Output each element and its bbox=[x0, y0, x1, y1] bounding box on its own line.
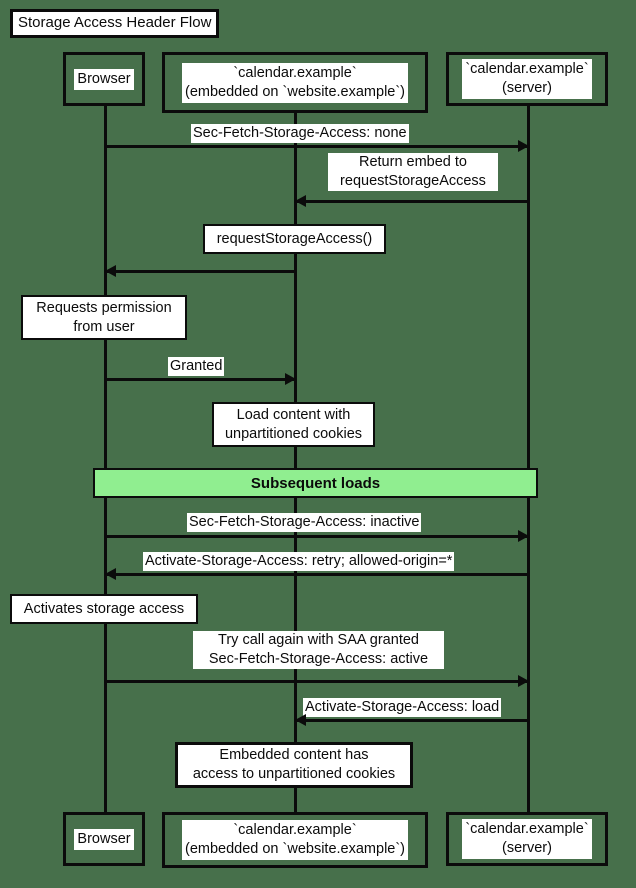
arrowhead-left-icon-6 bbox=[105, 568, 116, 580]
message-line-5 bbox=[105, 535, 528, 538]
divider-subsequent-loads: Subsequent loads bbox=[93, 468, 538, 498]
message-line-3 bbox=[105, 270, 295, 273]
message-line-7 bbox=[105, 680, 528, 683]
message-label-request-storage-access: requestStorageAccess() bbox=[203, 224, 386, 254]
participant-browser-top[interactable]: Browser bbox=[63, 52, 145, 106]
note-activates-storage-access: Activates storage access bbox=[10, 594, 198, 624]
message-label-try-call-again: Try call again with SAA granted Sec-Fetc… bbox=[193, 631, 444, 669]
participant-embed-top[interactable]: `calendar.example` (embedded on `website… bbox=[162, 52, 428, 113]
arrowhead-right-icon-4 bbox=[285, 373, 296, 385]
message-line-1 bbox=[105, 145, 528, 148]
participant-embed-top-label: `calendar.example` (embedded on `website… bbox=[181, 62, 409, 103]
message-label-granted: Granted bbox=[168, 357, 225, 376]
lifeline-server bbox=[527, 106, 530, 812]
diagram-title: Storage Access Header Flow bbox=[10, 9, 220, 38]
message-line-4 bbox=[105, 378, 295, 381]
participant-embed-bottom[interactable]: `calendar.example` (embedded on `website… bbox=[162, 812, 428, 868]
arrowhead-left-icon-2 bbox=[295, 195, 306, 207]
participant-browser-bottom-label: Browser bbox=[74, 828, 134, 850]
message-label-activate-load: Activate-Storage-Access: load bbox=[303, 698, 502, 717]
participant-browser-bottom[interactable]: Browser bbox=[63, 812, 145, 866]
arrowhead-right-icon-1 bbox=[518, 140, 529, 152]
participant-server-bottom[interactable]: `calendar.example` (server) bbox=[446, 812, 608, 866]
note-load-content: Load content with unpartitioned cookies bbox=[212, 402, 375, 447]
divider-label: Subsequent loads bbox=[250, 474, 381, 492]
message-label-sec-fetch-inactive: Sec-Fetch-Storage-Access: inactive bbox=[187, 513, 422, 532]
note-embedded-content-access: Embedded content has access to unpartiti… bbox=[175, 742, 413, 788]
message-line-6 bbox=[105, 573, 528, 576]
lifeline-embed bbox=[294, 113, 297, 812]
arrowhead-left-icon-8 bbox=[295, 714, 306, 726]
participant-server-bottom-label: `calendar.example` (server) bbox=[462, 819, 592, 859]
participant-embed-bottom-label: `calendar.example` (embedded on `website… bbox=[181, 820, 409, 860]
message-label-return-embed: Return embed to requestStorageAccess bbox=[328, 153, 498, 191]
message-label-sec-fetch-none: Sec-Fetch-Storage-Access: none bbox=[191, 124, 409, 143]
message-line-2 bbox=[295, 200, 528, 203]
lifeline-browser bbox=[104, 106, 107, 812]
note-requests-permission: Requests permission from user bbox=[21, 295, 187, 340]
arrowhead-left-icon-3 bbox=[105, 265, 116, 277]
arrowhead-right-icon-7 bbox=[518, 675, 529, 687]
participant-server-top-label: `calendar.example` (server) bbox=[462, 59, 592, 99]
participant-browser-top-label: Browser bbox=[74, 68, 134, 90]
message-line-8 bbox=[295, 719, 528, 722]
arrowhead-right-icon-5 bbox=[518, 530, 529, 542]
message-label-activate-retry: Activate-Storage-Access: retry; allowed-… bbox=[143, 552, 455, 571]
participant-server-top[interactable]: `calendar.example` (server) bbox=[446, 52, 608, 106]
